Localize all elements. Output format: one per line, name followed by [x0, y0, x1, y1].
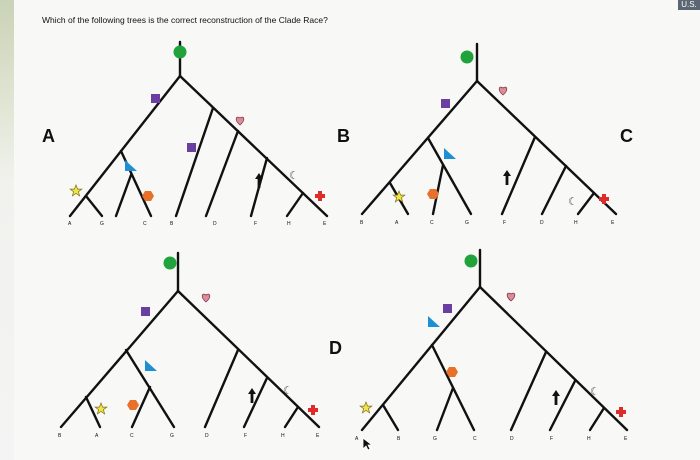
tree-b [360, 42, 618, 216]
tip-label: F [244, 433, 247, 439]
blue-triangle-icon [145, 360, 157, 371]
tip-label: A [395, 220, 399, 226]
green-circle-icon [464, 254, 478, 268]
purple-square-icon [151, 94, 160, 103]
tip-label: H [287, 221, 291, 227]
tip-label: C [430, 220, 434, 226]
red-cross-icon [308, 405, 318, 415]
heart-icon [498, 86, 508, 96]
blue-triangle-icon [444, 148, 456, 159]
tree-a-markers: ☾ [69, 45, 325, 201]
question-page [14, 0, 700, 460]
purple-square-icon [141, 307, 150, 316]
tree-c-tip-labels: B A C G D F H E [58, 433, 320, 439]
tip-label: A [95, 433, 99, 439]
tree-a [68, 40, 329, 218]
tip-label: E [611, 220, 615, 226]
tip-label: A [68, 221, 72, 227]
tip-label: C [473, 436, 477, 442]
tip-label: G [465, 220, 469, 226]
black-arrow-icon [248, 388, 256, 403]
yellow-star-icon [94, 402, 108, 415]
tip-label: E [624, 436, 628, 442]
tip-label: C [130, 433, 134, 439]
tip-label: H [281, 433, 285, 439]
moon-icon: ☾ [568, 195, 578, 208]
heart-icon [506, 292, 516, 302]
question-text: Which of the following trees is the corr… [42, 15, 328, 25]
option-label-a: A [42, 126, 55, 146]
red-cross-icon [599, 194, 609, 204]
tip-label: H [574, 220, 578, 226]
tip-label: D [540, 220, 544, 226]
green-circle-icon [460, 50, 474, 64]
option-label-d: D [329, 338, 342, 358]
tip-label: G [100, 221, 104, 227]
moon-icon: ☾ [289, 169, 299, 182]
green-circle-icon [173, 45, 187, 59]
tip-label: D [205, 433, 209, 439]
tip-label: F [503, 220, 506, 226]
top-corner-chip: U.S. [678, 0, 700, 10]
tip-label: G [170, 433, 174, 439]
yellow-star-icon [359, 401, 373, 414]
tip-label: A [355, 436, 359, 442]
tip-label: C [143, 221, 147, 227]
red-cross-icon [616, 407, 626, 417]
tip-label: G [433, 436, 437, 442]
heart-icon [235, 116, 245, 126]
tree-c-markers: ☾ [94, 256, 318, 415]
tip-label: B [58, 433, 62, 439]
tip-label: B [170, 221, 174, 227]
tip-label: E [316, 433, 320, 439]
purple-square-icon [443, 304, 452, 313]
tree-b-markers: ☾ [392, 50, 609, 208]
tree-d-markers: ☾ [359, 254, 626, 417]
yellow-star-icon [69, 184, 83, 197]
purple-square-icon [187, 143, 196, 152]
tree-b-tip-labels: B A C G F D H E [360, 220, 615, 226]
moon-icon: ☾ [283, 384, 293, 397]
option-label-c: C [620, 126, 633, 146]
purple-square-icon [441, 99, 450, 108]
tree-c [59, 251, 321, 429]
tip-label: F [254, 221, 257, 227]
tree-a-tip-labels: A G C B D F H E [68, 221, 327, 227]
orange-hexagon-icon [127, 400, 139, 410]
tip-label: D [213, 221, 217, 227]
blue-triangle-icon [428, 316, 440, 327]
tip-label: B [397, 436, 401, 442]
tip-label: D [510, 436, 514, 442]
tip-label: F [550, 436, 553, 442]
green-circle-icon [163, 256, 177, 270]
option-label-b: B [337, 126, 350, 146]
tree-d [360, 248, 629, 432]
tip-label: H [587, 436, 591, 442]
heart-icon [201, 293, 211, 303]
tip-label: E [323, 221, 327, 227]
tip-label: B [360, 220, 364, 226]
moon-icon: ☾ [590, 385, 600, 398]
red-cross-icon [315, 191, 325, 201]
black-arrow-icon [552, 390, 560, 405]
mouse-cursor-icon [362, 437, 372, 451]
tree-d-tip-labels: A B G C D F H E [355, 436, 628, 442]
black-arrow-icon [503, 170, 511, 185]
